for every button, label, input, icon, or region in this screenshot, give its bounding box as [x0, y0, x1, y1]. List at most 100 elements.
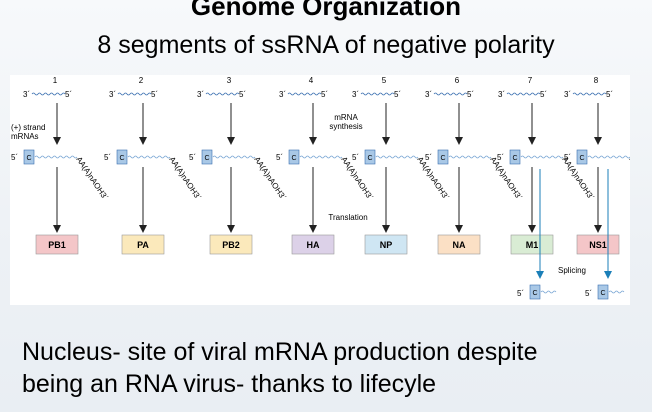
- protein-label: PA: [137, 240, 149, 250]
- mrna-five-prime: 5´: [276, 153, 283, 162]
- protein-box: [35, 234, 79, 255]
- cap-box: [364, 149, 376, 165]
- cap-box: [509, 149, 521, 165]
- three-prime-end: 3´: [279, 90, 286, 99]
- mrna-strand: [34, 155, 78, 159]
- segment-number: 2: [139, 76, 144, 85]
- protein-label: NA: [453, 240, 466, 250]
- cap-label: C: [119, 155, 124, 162]
- five-prime-end: 5´: [394, 90, 401, 99]
- three-prime-end: 3´: [352, 90, 359, 99]
- segment-number: 8: [594, 76, 599, 85]
- three-prime-end: 3´: [564, 90, 571, 99]
- cap-box: [23, 149, 35, 165]
- cap-box: [576, 149, 588, 165]
- template-strand: [360, 92, 395, 96]
- mrna-strand: [520, 155, 564, 159]
- cap-label: C: [367, 155, 372, 162]
- spliced-five-prime: 5´: [517, 289, 524, 298]
- slide-subtitle: 8 segments of ssRNA of negative polarity: [97, 31, 555, 59]
- mrna-synthesis-label: mRNA: [334, 113, 358, 122]
- mrna-strand: [587, 155, 630, 159]
- protein-box: [121, 234, 165, 255]
- polya-tail: AA(A)nAOH3´: [252, 155, 288, 202]
- protein-label: NS1: [589, 240, 607, 250]
- segment-number: 7: [528, 76, 533, 85]
- spliced-cap-label: C: [600, 290, 605, 297]
- cap-label: C: [26, 155, 31, 162]
- segment-number: 6: [455, 76, 460, 85]
- cap-label: C: [440, 155, 445, 162]
- template-strand: [117, 92, 152, 96]
- protein-label: PB1: [48, 240, 66, 250]
- protein-box: [364, 234, 408, 255]
- spliced-cap-label: C: [532, 290, 537, 297]
- slide-title: Genome Organization: [190, 0, 462, 21]
- segment-number: 3: [227, 76, 232, 85]
- mrna-five-prime: 5´: [352, 153, 359, 162]
- five-prime-end: 5´: [65, 90, 72, 99]
- five-prime-end: 5´: [321, 90, 328, 99]
- five-prime-end: 5´: [467, 90, 474, 99]
- genome-diagram-panel: (+) strand mRNAs mRNA synthesis Translat…: [10, 75, 630, 305]
- protein-label: HA: [307, 240, 320, 250]
- splicing-label: Splicing: [558, 266, 586, 275]
- three-prime-end: 3´: [109, 90, 116, 99]
- cap-label: C: [204, 155, 209, 162]
- mrna-five-prime: 5´: [564, 153, 571, 162]
- mrna-strand: [127, 155, 171, 159]
- mrna-five-prime: 5´: [425, 153, 432, 162]
- template-strand: [31, 92, 66, 96]
- template-strand: [506, 92, 541, 96]
- protein-label: M1: [526, 240, 539, 250]
- mrnas-label: mRNAs: [11, 132, 39, 141]
- mrna-five-prime: 5´: [104, 153, 111, 162]
- three-prime-end: 3´: [425, 90, 432, 99]
- template-strand: [287, 92, 322, 96]
- mrna-five-prime: 5´: [11, 153, 18, 162]
- footer-text: Nucleus- site of viral mRNA production d…: [22, 336, 647, 400]
- mrna-strand: [212, 155, 256, 159]
- mrna-five-prime: 5´: [189, 153, 196, 162]
- mrna-synthesis-label-2: synthesis: [329, 122, 362, 131]
- cap-box: [201, 149, 213, 165]
- spliced-mrna: [540, 290, 557, 294]
- translation-label: Translation: [328, 213, 367, 222]
- cap-box: [288, 149, 300, 165]
- protein-box: [291, 234, 335, 255]
- spliced-cap-box: [597, 284, 609, 300]
- segment-number: 5: [382, 76, 387, 85]
- spliced-cap-box: [529, 284, 541, 300]
- five-prime-end: 5´: [606, 90, 613, 99]
- cap-label: C: [579, 155, 584, 162]
- cap-label: C: [512, 155, 517, 162]
- template-strand: [572, 92, 607, 96]
- polya-tail: AA(A)nAOH3´: [627, 155, 630, 202]
- plus-strand-label: (+) strand: [11, 123, 45, 132]
- cap-label: C: [291, 155, 296, 162]
- cap-box: [437, 149, 449, 165]
- protein-box: [510, 234, 554, 255]
- five-prime-end: 5´: [151, 90, 158, 99]
- three-prime-end: 3´: [23, 90, 30, 99]
- five-prime-end: 5´: [540, 90, 547, 99]
- segment-number: 4: [309, 76, 314, 85]
- mrna-five-prime: 5´: [497, 153, 504, 162]
- polya-tail: AA(A)nAOH3´: [74, 155, 110, 202]
- protein-label: NP: [380, 240, 393, 250]
- genome-diagram: (+) strand mRNAs mRNA synthesis Translat…: [11, 76, 630, 300]
- three-prime-end: 3´: [498, 90, 505, 99]
- spliced-mrna: [608, 290, 625, 294]
- segment-2: 2 3´ 5´ 5´ C AA(A)nAOH3´ PA: [104, 76, 203, 255]
- footer-line-1: Nucleus- site of viral mRNA production d…: [22, 338, 538, 366]
- mrna-strand: [375, 155, 419, 159]
- cap-box: [116, 149, 128, 165]
- polya-tail: AA(A)nAOH3´: [167, 155, 203, 202]
